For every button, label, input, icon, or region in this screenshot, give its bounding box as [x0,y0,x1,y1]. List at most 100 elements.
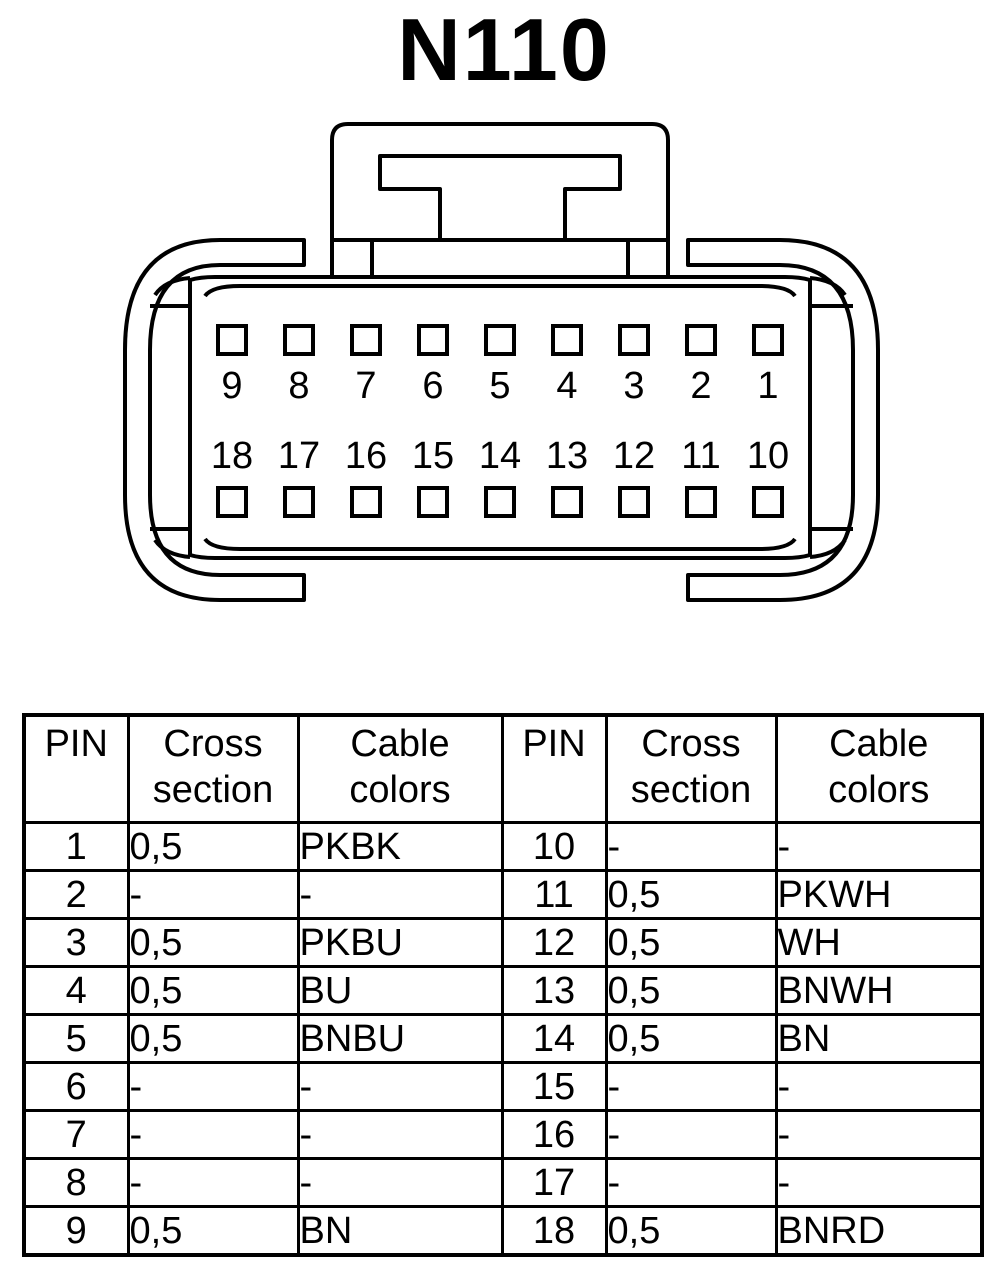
cross-section-cell: - [604,1061,778,1112]
cable-color-cell: - [296,1157,504,1208]
cable-color-cell: PKBK [296,821,504,872]
pin-contact [417,324,449,356]
pin-cell: 2 [22,869,130,920]
pin-contact [551,486,583,518]
cable-color-cell: BNWH [774,965,984,1016]
pin-number-label: 6 [422,365,443,407]
cross-section-cell: - [604,1109,778,1160]
pin-cell: 7 [22,1109,130,1160]
pin-number-label: 2 [690,365,711,407]
cable-color-cell: BNRD [774,1205,984,1257]
diagram-title: N110 [397,0,611,99]
pin-cell: 18 [500,1205,608,1257]
cross-section-cell: 0,5 [604,1013,778,1064]
pin-number-label: 1 [757,365,778,407]
pin-number-label: 10 [747,435,789,477]
connector-latch [330,122,670,277]
pin-number-label: 15 [412,435,454,477]
cable-color-cell: BN [296,1205,504,1257]
pin-contact [216,486,248,518]
cross-section-cell: - [126,869,300,920]
pin-number-label: 8 [288,365,309,407]
cable-color-cell: WH [774,917,984,968]
pin-number-label: 17 [278,435,320,477]
pin-cell: 14 [500,1013,608,1064]
pin-cell: 1 [22,821,130,872]
pin-number-label: 12 [613,435,655,477]
header-pin: PIN [22,713,130,824]
pin-cell: 4 [22,965,130,1016]
cross-section-cell: 0,5 [126,965,300,1016]
pin-contact [350,486,382,518]
cross-section-cell: 0,5 [604,917,778,968]
pin-contact [350,324,382,356]
cable-color-cell: - [774,1109,984,1160]
pin-number-label: 7 [355,365,376,407]
cross-section-cell: 0,5 [126,1205,300,1257]
pin-cell: 17 [500,1157,608,1208]
pin-cell: 10 [500,821,608,872]
header-pin: PIN [500,713,608,824]
cross-section-cell: - [126,1109,300,1160]
cable-color-cell: - [296,1061,504,1112]
pin-cell: 15 [500,1061,608,1112]
cable-color-cell: - [774,1061,984,1112]
pin-contact [484,486,516,518]
latch-inner-slot [378,154,622,242]
cross-section-cell: 0,5 [126,917,300,968]
cross-section-cell: 0,5 [126,821,300,872]
pin-contact [283,324,315,356]
cable-color-cell: PKWH [774,869,984,920]
pin-cell: 5 [22,1013,130,1064]
cross-section-cell: - [604,1157,778,1208]
pin-contact [417,486,449,518]
cross-section-cell: 0,5 [604,1205,778,1257]
pin-number-label: 13 [546,435,588,477]
pin-number-label: 4 [556,365,577,407]
pin-cell: 12 [500,917,608,968]
cable-color-cell: - [774,1157,984,1208]
pin-contact [216,324,248,356]
pin-contact [484,324,516,356]
pin-cell: 16 [500,1109,608,1160]
pin-number-label: 11 [681,435,720,477]
cable-color-cell: - [774,821,984,872]
cross-section-cell: 0,5 [604,869,778,920]
cross-section-cell: 0,5 [126,1013,300,1064]
cross-section-cell: - [126,1061,300,1112]
cable-color-cell: BNBU [296,1013,504,1064]
connector-body [188,275,812,560]
pin-cell: 3 [22,917,130,968]
pin-cell: 6 [22,1061,130,1112]
pin-contact [618,486,650,518]
pin-number-label: 16 [345,435,387,477]
cross-section-cell: - [604,821,778,872]
pin-contact [685,486,717,518]
cable-color-cell: BU [296,965,504,1016]
cross-section-cell: 0,5 [604,965,778,1016]
cable-color-cell: PKBU [296,917,504,968]
pin-number-label: 5 [489,365,510,407]
cable-color-cell: BN [774,1013,984,1064]
pin-contact [685,324,717,356]
cable-color-cell: - [296,1109,504,1160]
pin-contact [618,324,650,356]
pin-cell: 8 [22,1157,130,1208]
pin-cell: 11 [500,869,608,920]
pin-number-label: 14 [479,435,521,477]
table-row: 6--15-- [22,1061,984,1112]
pin-contact [283,486,315,518]
pin-contact [752,486,784,518]
pin-contact [752,324,784,356]
pin-number-label: 18 [211,435,253,477]
pin-number-label: 9 [221,365,242,407]
